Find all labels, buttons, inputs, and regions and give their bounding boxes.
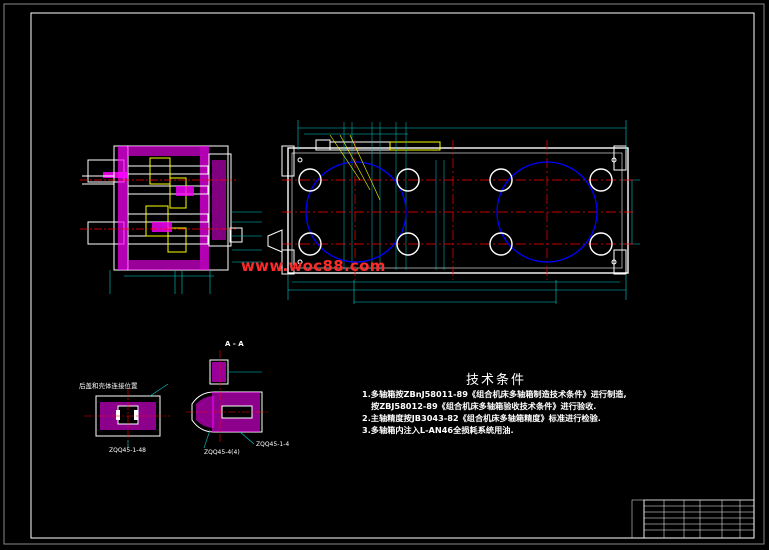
watermark-text: www.woc88.com <box>241 257 386 275</box>
detail-view-cover <box>84 383 170 448</box>
tech-req-line-1: 1.多轴箱按ZBnJ58011-89《组合机床多轴箱制造技术条件》进行制造, <box>362 389 627 399</box>
section-view-note: ZQQ45-4(4) <box>204 449 240 456</box>
section-a-a-view <box>186 350 270 449</box>
technical-requirements-title: 技术条件 <box>466 373 527 388</box>
tech-req-line-2: 按ZBJ58012-89《组合机床多轴箱验收技术条件》进行验收. <box>371 401 597 411</box>
tech-req-line-4: 3.多轴箱内注入L-AN46全损耗系统用油. <box>362 425 514 435</box>
detail-view-note: ZQQ45-1-48 <box>109 447 146 454</box>
title-block <box>631 499 755 539</box>
outer-frame <box>3 3 765 545</box>
side-section-view <box>80 145 262 294</box>
section-a-a-label: A - A <box>225 340 244 348</box>
tech-req-line-3: 2.主轴精度按JB3043-82《组合机床多轴箱精度》标准进行检验. <box>362 413 601 423</box>
section-view-note-2: ZQQ45-1-4 <box>256 441 290 448</box>
inner-frame <box>30 12 755 539</box>
front-view <box>267 120 640 304</box>
detail-view-caption: 后盖和壳体连接位置 <box>79 382 138 390</box>
